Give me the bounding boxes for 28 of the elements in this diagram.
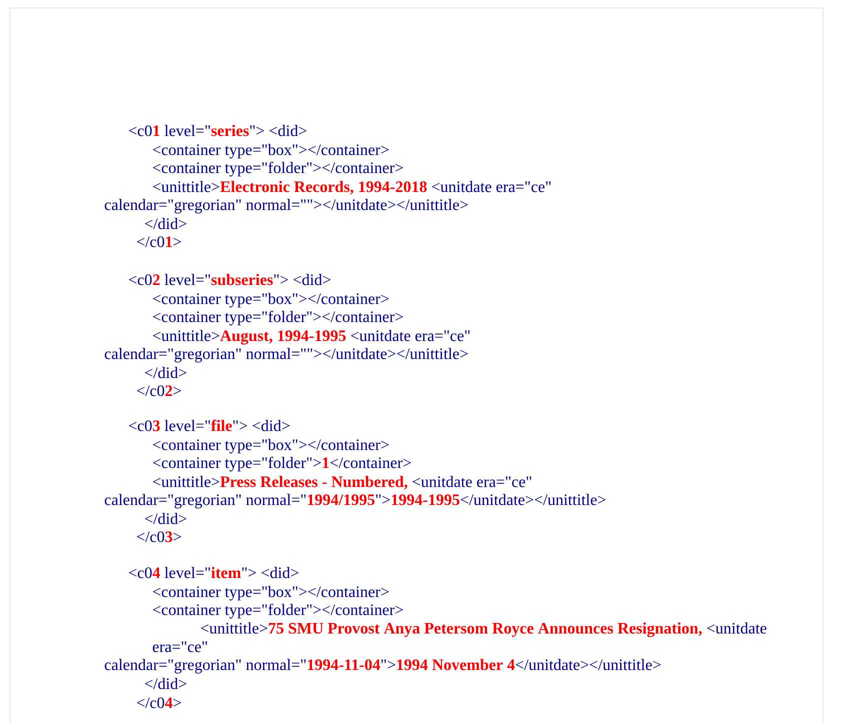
- code-line: <container type="folder"></container>: [153, 162, 403, 176]
- code-line: calendar="gregorian" normal="1994/1995">1994-1995</unitdate></unittitle>: [104, 494, 606, 508]
- code-line: <unittitle>75 SMU Provost Anya Petersom Royce Announces Resignation, <unitdate era="ce": [152, 622, 766, 652]
- code-line: <container type="box"></container>: [153, 144, 389, 158]
- code-line: <container type="folder"></container>: [153, 310, 403, 326]
- code-line: </c03>: [137, 531, 182, 542]
- code-line: <container type="folder"></container>: [153, 604, 403, 618]
- code-line: <unittitle>Press Releases - Numbered, <unitdate era="ce": [153, 476, 532, 490]
- code-line: calendar="gregorian" normal="1994-11-04">1994 November 4</unitdate></unittitle>: [104, 658, 661, 674]
- code-line: </did>: [145, 366, 186, 378]
- code-line: </did>: [145, 512, 186, 524]
- code-line: <c01 level="series"> <did>: [129, 124, 306, 136]
- code-line: <container type="box"></container>: [153, 586, 389, 600]
- code-line: </c02>: [137, 385, 182, 396]
- code-line: </c01>: [137, 236, 182, 248]
- code-line: <container type="folder">1</container>: [153, 456, 411, 472]
- code-line: <unittitle>August, 1994-1995 <unitdate era="ce": [153, 330, 470, 345]
- code-line: <container type="box"></container>: [153, 292, 389, 308]
- code-line: <c04 level="item"> <did>: [129, 566, 298, 578]
- code-line: calendar="gregorian" normal=""></unitdate></unittitle>: [104, 198, 468, 214]
- code-line: calendar="gregorian" normal=""></unitdate></unittitle>: [104, 348, 468, 362]
- code-line: </did>: [145, 678, 186, 690]
- code-line: </did>: [145, 218, 186, 230]
- code-line: <c03 level="file"> <did>: [129, 420, 290, 432]
- code-line: </c04>: [137, 697, 182, 708]
- code-line: <c02 level="subseries"> <did>: [129, 274, 330, 286]
- code-line: <container type="box"></container>: [153, 438, 389, 454]
- code-line: <unittitle>Electronic Records, 1994-2018 <unitdate era="ce": [153, 180, 551, 194]
